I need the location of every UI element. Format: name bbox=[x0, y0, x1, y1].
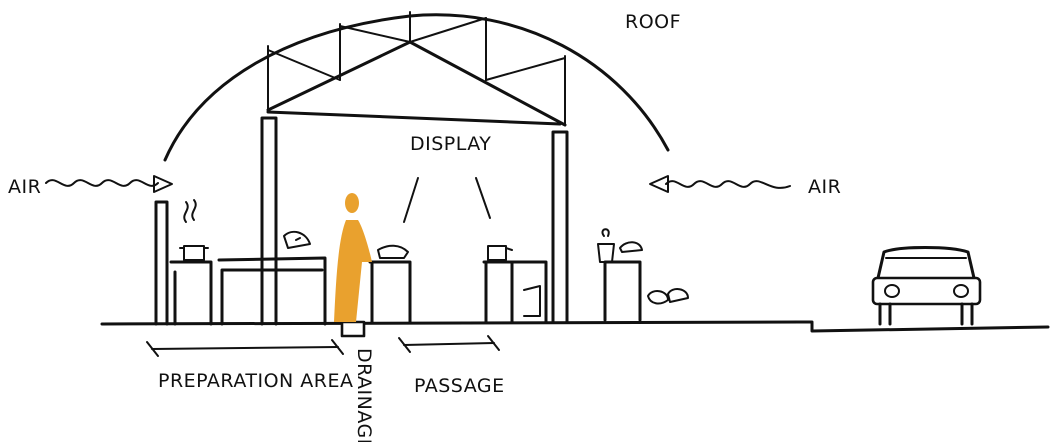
drainage-box bbox=[342, 322, 364, 336]
passage-dimension bbox=[399, 336, 499, 352]
wind-arrow-icon-right bbox=[650, 176, 790, 192]
display-label: DISPLAY bbox=[410, 133, 491, 155]
display-stalls bbox=[370, 178, 546, 322]
preparation-area-dimension bbox=[147, 340, 343, 356]
person-icon bbox=[334, 193, 372, 322]
passage-label: PASSAGE bbox=[414, 375, 505, 397]
right-stall bbox=[598, 229, 688, 320]
preparation-area-label: PREPARATION AREA bbox=[158, 370, 353, 392]
air-label-right: AIR bbox=[808, 176, 841, 198]
air-label-left: AIR bbox=[8, 176, 41, 198]
drainage-label: DRAINAGE bbox=[353, 348, 375, 442]
preparation-counters bbox=[171, 200, 325, 324]
columns bbox=[156, 118, 567, 324]
roof-label: ROOF bbox=[625, 11, 681, 33]
ground-line bbox=[102, 322, 1048, 331]
wind-arrow-icon-left bbox=[46, 176, 172, 192]
car-icon bbox=[873, 248, 980, 325]
